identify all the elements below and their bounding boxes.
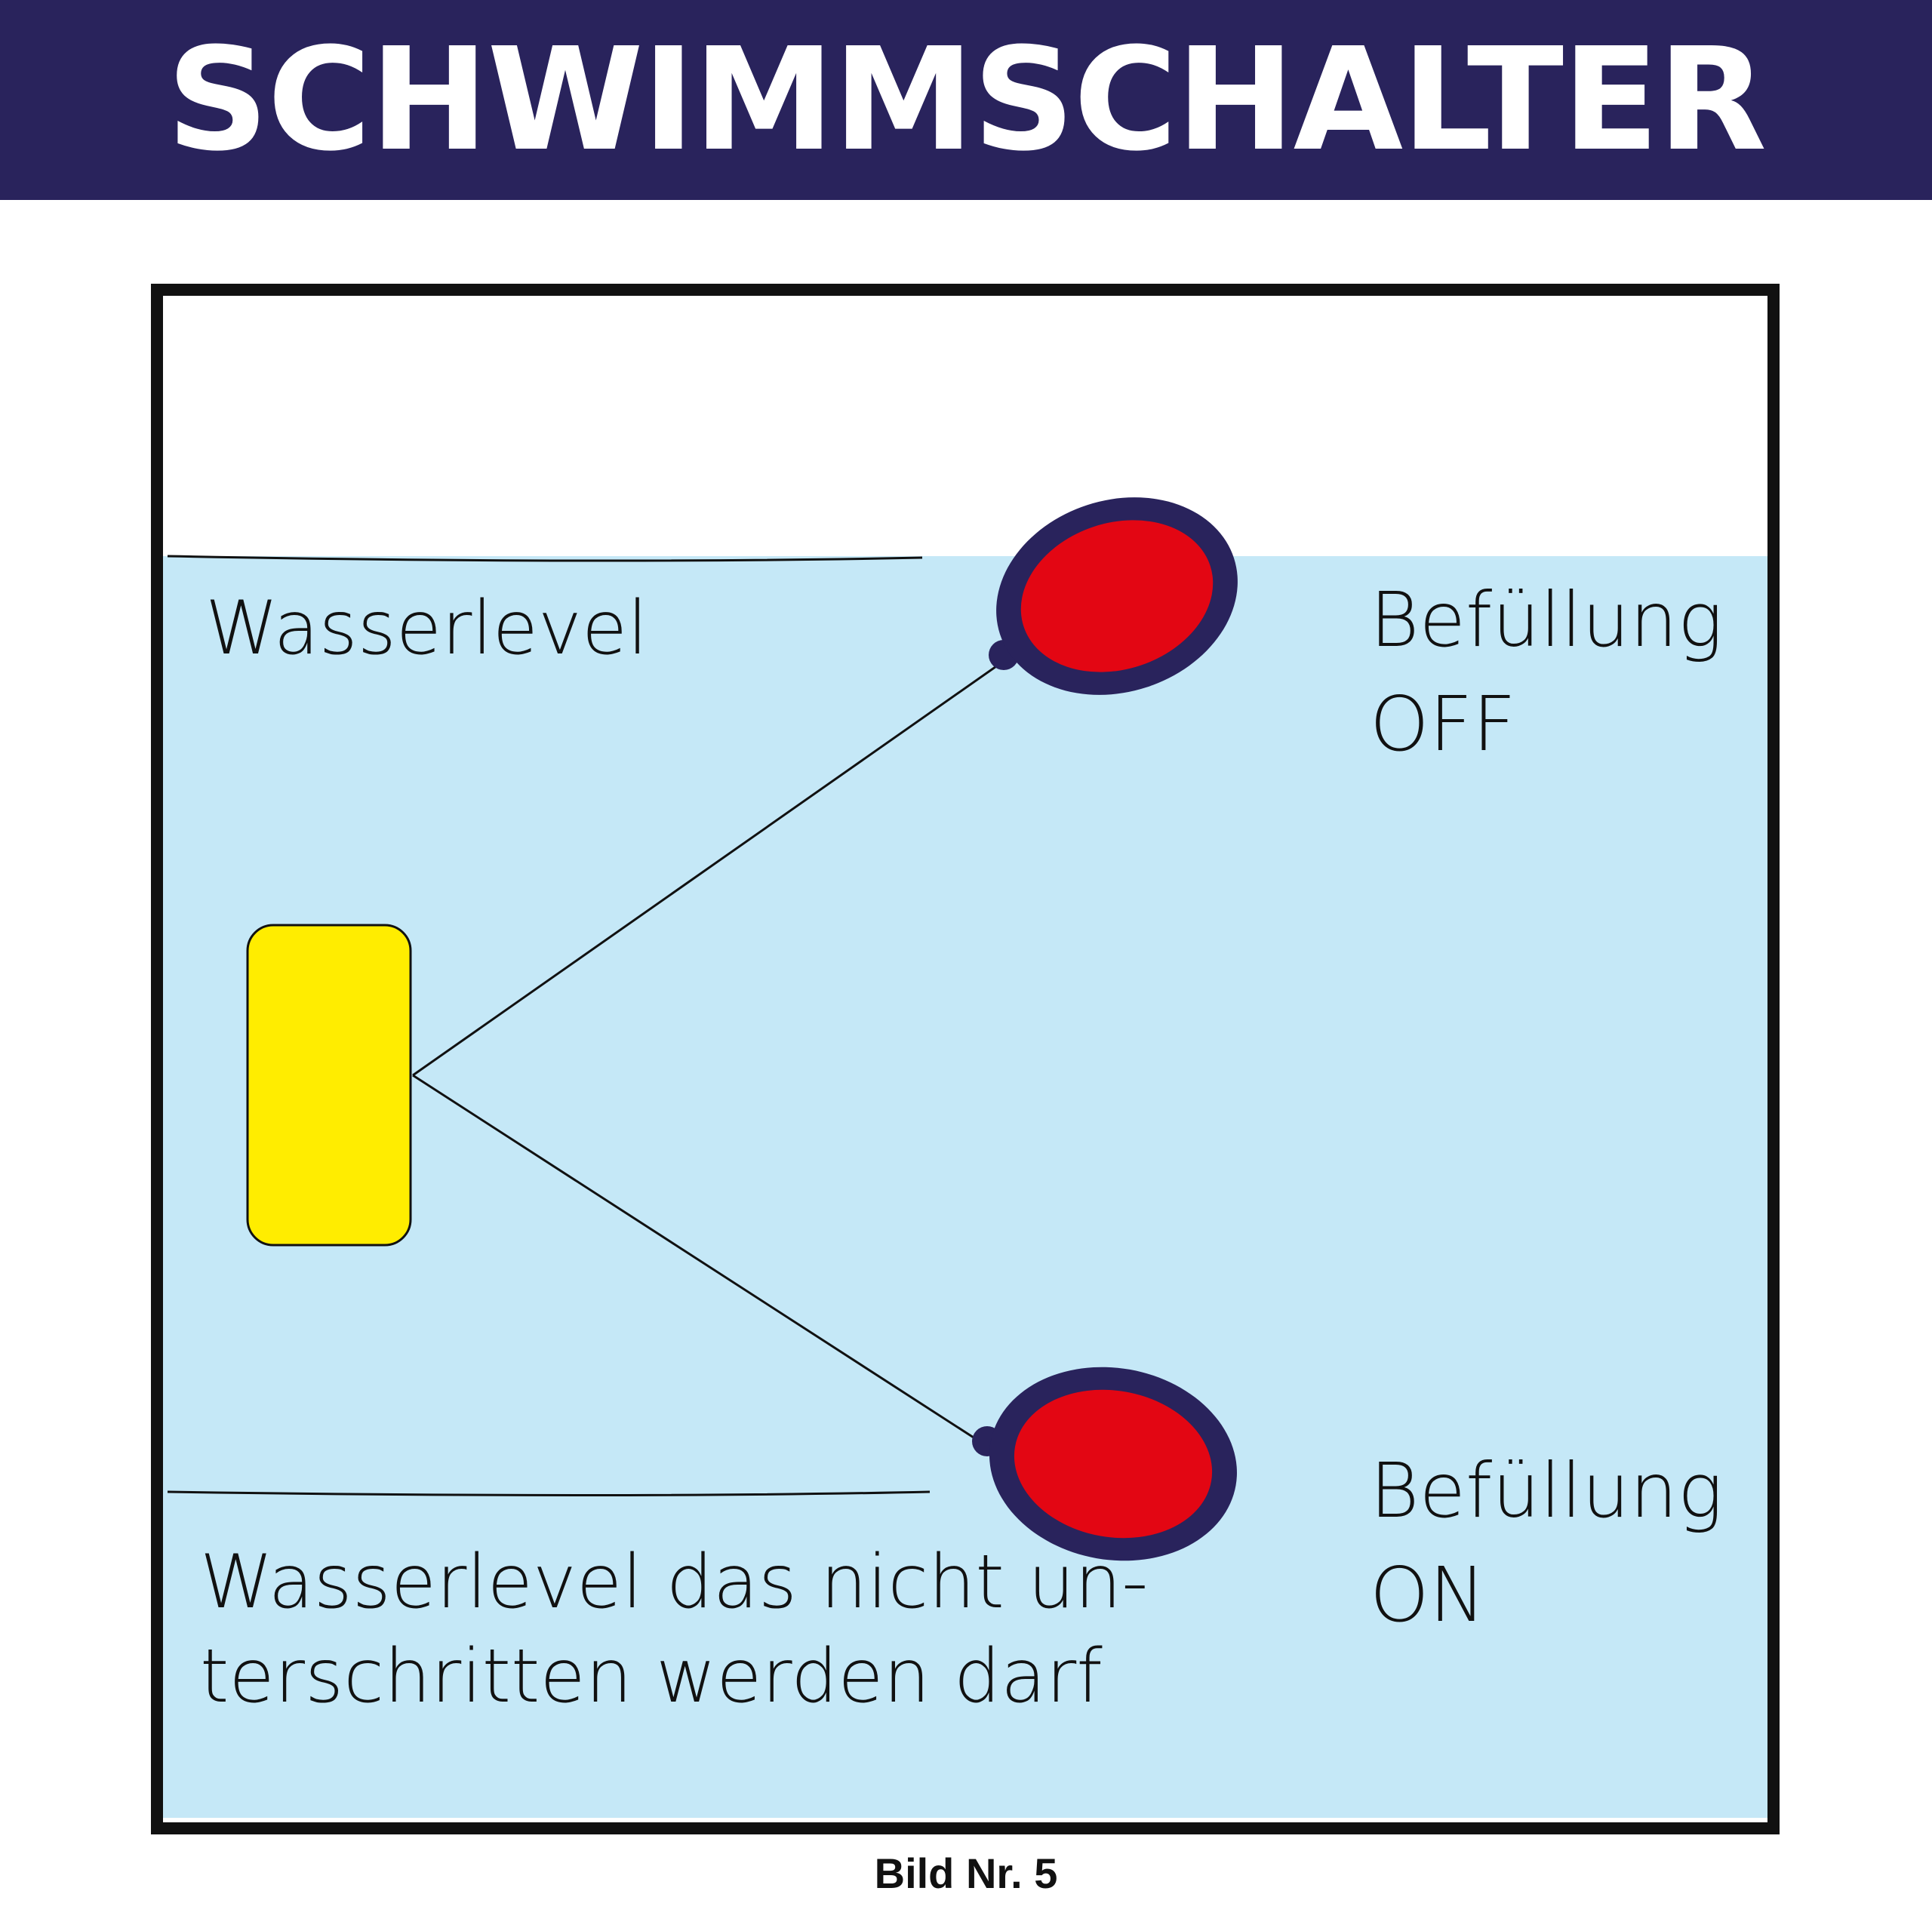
label-water-level: Wasserlevel bbox=[205, 586, 648, 672]
page-title: SCHWIMMSCHALTER bbox=[166, 17, 1767, 183]
float-upper-off bbox=[989, 497, 1238, 695]
label-minimum-level: Wasserlevel das nicht un- terschritten w… bbox=[200, 1536, 1149, 1725]
float-lower-on bbox=[972, 1367, 1237, 1561]
upper-water-level-line bbox=[167, 555, 923, 562]
label-filling-off-line1: Befüllung bbox=[1370, 576, 1723, 664]
label-filling-off: Befüllung OFF bbox=[1370, 568, 1723, 776]
label-minimum-level-line1: Wasserlevel das nicht un- bbox=[200, 1539, 1149, 1625]
title-banner: SCHWIMMSCHALTER bbox=[0, 0, 1932, 200]
label-filling-on-line1: Befüllung bbox=[1370, 1447, 1723, 1535]
label-filling-on: Befüllung ON bbox=[1370, 1439, 1723, 1647]
cable-lower bbox=[412, 1074, 974, 1439]
cable-upper bbox=[412, 658, 1007, 1077]
water-fill bbox=[163, 556, 1767, 1818]
minimum-level-line bbox=[167, 1490, 931, 1496]
figure-caption: Bild Nr. 5 bbox=[874, 1850, 1058, 1897]
label-filling-off-line2: OFF bbox=[1370, 680, 1516, 768]
label-minimum-level-line2: terschritten werden darf bbox=[200, 1634, 1103, 1720]
label-filling-on-line2: ON bbox=[1370, 1551, 1486, 1639]
switch-body bbox=[246, 924, 412, 1247]
tank-outline bbox=[151, 284, 1780, 1834]
